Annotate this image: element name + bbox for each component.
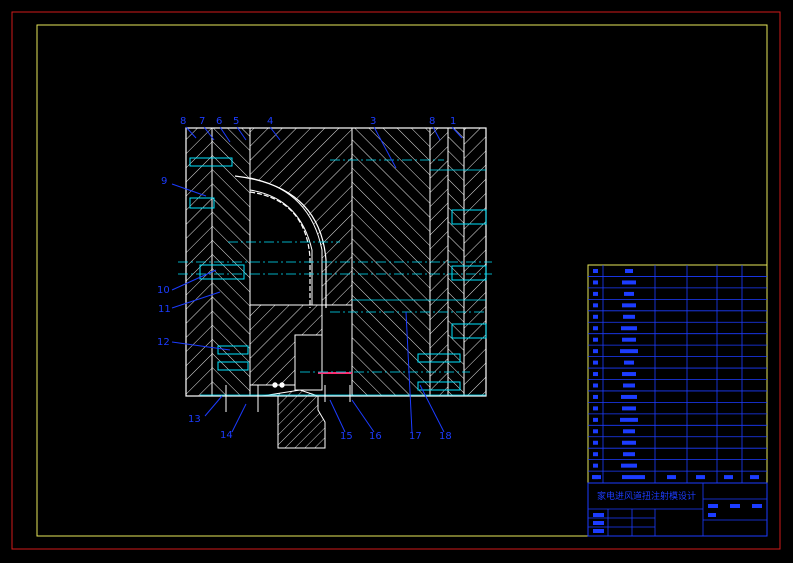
parts-list-name-mark	[620, 349, 638, 354]
part-label-18: 18	[439, 431, 452, 442]
guide-lines	[200, 169, 486, 396]
part-label-6: 6	[216, 116, 222, 127]
sprue-bushing	[261, 389, 326, 449]
parts-list-name-mark	[622, 440, 636, 445]
parts-list-name-mark	[623, 429, 635, 434]
bolts	[189, 157, 487, 391]
part-label-13: 13	[188, 414, 201, 425]
parts-list-name-mark	[623, 383, 635, 388]
parts-list-name-mark	[623, 452, 635, 457]
part-label-15: 15	[340, 431, 353, 442]
parts-list-index-mark	[593, 349, 598, 354]
part-label-7: 7	[199, 116, 205, 127]
parts-list-name-mark	[624, 291, 634, 296]
part-label-17: 17	[409, 431, 422, 442]
parts-list-header-mark	[592, 475, 601, 480]
parts-list-name-mark	[620, 417, 638, 422]
parts-list-columns	[602, 265, 743, 483]
part-label-9: 9	[161, 176, 167, 187]
parts-list-header-mark	[696, 475, 705, 480]
parts-list-name-mark	[622, 406, 636, 411]
parts-list-index-mark	[593, 394, 598, 399]
parts-list-index-mark	[593, 452, 598, 457]
parts-list-name-mark	[622, 372, 636, 377]
leader-lines	[171, 126, 463, 433]
parts-list-header-mark	[667, 475, 676, 480]
duct-inner-curve	[249, 191, 311, 308]
parts-list-index-mark	[593, 372, 598, 377]
parts-list-index-mark	[593, 463, 598, 468]
part-label-5: 5	[233, 116, 239, 127]
mold-assembly	[178, 127, 492, 449]
parts-list-index-mark	[593, 406, 598, 411]
title-block: 家电进风道扭注射模设计	[587, 482, 768, 537]
parts-list-name-mark	[622, 475, 636, 480]
parts-list-index-mark	[593, 303, 598, 308]
part-label-11: 11	[158, 304, 171, 315]
part-label-8-left: 8	[180, 116, 186, 127]
parts-list-name-mark	[622, 280, 636, 285]
pins	[225, 382, 351, 412]
parts-list-name-mark	[622, 337, 636, 342]
parts-list-frame	[587, 264, 768, 484]
parts-list-index-mark	[593, 326, 598, 331]
part-label-8-right: 8	[429, 116, 435, 127]
part-label-10: 10	[157, 285, 170, 296]
parts-list-rows	[588, 276, 767, 472]
parts-list-index-mark	[593, 417, 598, 422]
part-label-3: 3	[370, 116, 376, 127]
part-label-14: 14	[220, 430, 233, 441]
parts-list-index-mark	[593, 429, 598, 434]
parts-list-name-mark	[624, 360, 634, 365]
parts-list-name-mark	[621, 463, 637, 468]
part-labels: 8 7 6 5 4 3 8 1 9 10 11 12 13 14 15 16 1…	[157, 116, 456, 442]
parts-list-name-mark	[623, 314, 635, 319]
parts-list-name-mark	[621, 326, 637, 331]
parts-list-index-mark	[593, 291, 598, 296]
part-label-1: 1	[450, 116, 456, 127]
outer-frame	[11, 11, 781, 550]
parts-list-index-mark	[593, 360, 598, 365]
part-label-12: 12	[157, 337, 170, 348]
parts-list-index-mark	[593, 314, 598, 319]
parts-list-index-mark	[593, 269, 598, 273]
parts-list-index-mark	[593, 280, 598, 285]
parts-list-cells	[592, 269, 759, 480]
duct-outer-curve	[234, 175, 327, 308]
core-insert	[294, 334, 323, 391]
parts-list-index-mark	[593, 383, 598, 388]
center-lines	[178, 159, 492, 373]
parts-list-index-mark	[593, 337, 598, 342]
part-label-4: 4	[267, 116, 273, 127]
parts-list-header-mark	[750, 475, 759, 480]
parts-list-name-mark	[621, 394, 637, 399]
title-block-frame	[587, 482, 768, 537]
part-label-16: 16	[369, 431, 382, 442]
title-block-fill-marks	[593, 504, 762, 533]
drawing-title: 家电进风道扭注射模设计	[597, 490, 696, 502]
parts-list-index-mark	[593, 440, 598, 445]
parts-list-header-mark	[636, 475, 645, 480]
parts-list-table	[587, 264, 768, 484]
parts-list-name-mark	[625, 269, 633, 273]
parts-list-header-mark	[724, 475, 733, 480]
parts-list-name-mark	[622, 303, 636, 308]
